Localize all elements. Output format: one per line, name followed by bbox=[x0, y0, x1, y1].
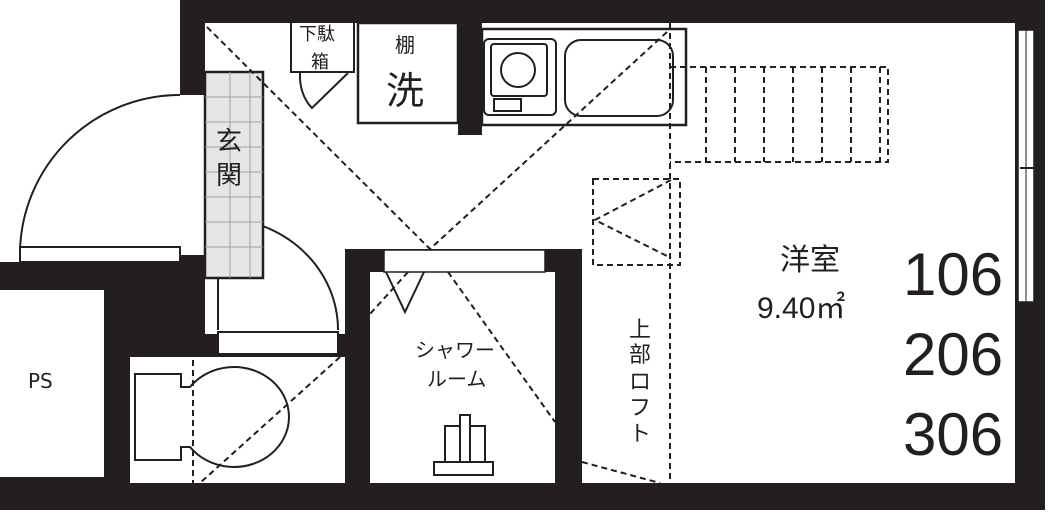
pipe-space-label: PS bbox=[28, 369, 53, 393]
entrance-label-2: 関 bbox=[216, 161, 242, 191]
stove-burner-icon bbox=[500, 52, 536, 88]
unit-number: 206 bbox=[903, 321, 1003, 388]
shoe-box-label-2: 箱 bbox=[311, 52, 329, 73]
toilet-icon bbox=[134, 360, 290, 483]
shower-room-label-2: ルーム bbox=[427, 367, 486, 391]
washer-space bbox=[356, 21, 460, 125]
shower-door[interactable] bbox=[383, 249, 546, 273]
loft-label: 上 部 ロ フ ト bbox=[629, 318, 651, 447]
bath-door[interactable] bbox=[217, 331, 339, 355]
unit-number: 306 bbox=[903, 401, 1003, 468]
pipe-space bbox=[0, 290, 104, 477]
sink-icon bbox=[564, 39, 674, 117]
ceiling-diagonals bbox=[199, 26, 668, 484]
svg-text:ト: ト bbox=[629, 422, 651, 447]
svg-text:部: 部 bbox=[629, 343, 651, 368]
shower-room-label-1: シャワー bbox=[415, 338, 495, 362]
entrance-label-1: 玄 bbox=[216, 127, 242, 157]
unit-number: 106 bbox=[903, 241, 1003, 308]
room-label: 洋室 bbox=[780, 243, 840, 278]
kitchen-counter bbox=[480, 27, 688, 127]
washer-label: 洗 bbox=[386, 69, 424, 113]
stairs bbox=[670, 66, 889, 163]
loft-hatch bbox=[592, 178, 681, 266]
shoe-box-label-1: 下駄 bbox=[299, 24, 335, 45]
shower-faucet-icon bbox=[433, 414, 494, 476]
entrance-tile bbox=[203, 70, 265, 280]
entrance-door[interactable] bbox=[19, 246, 181, 263]
shoe-box bbox=[290, 19, 355, 73]
shoe-box-door bbox=[298, 72, 349, 110]
svg-text:上: 上 bbox=[629, 318, 651, 343]
svg-text:ロ: ロ bbox=[629, 370, 651, 395]
svg-text:フ: フ bbox=[629, 396, 651, 421]
entrance-door-arc bbox=[19, 94, 181, 251]
room-area: 9.40㎡ bbox=[757, 292, 845, 325]
shelf-label: 棚 bbox=[395, 33, 415, 57]
